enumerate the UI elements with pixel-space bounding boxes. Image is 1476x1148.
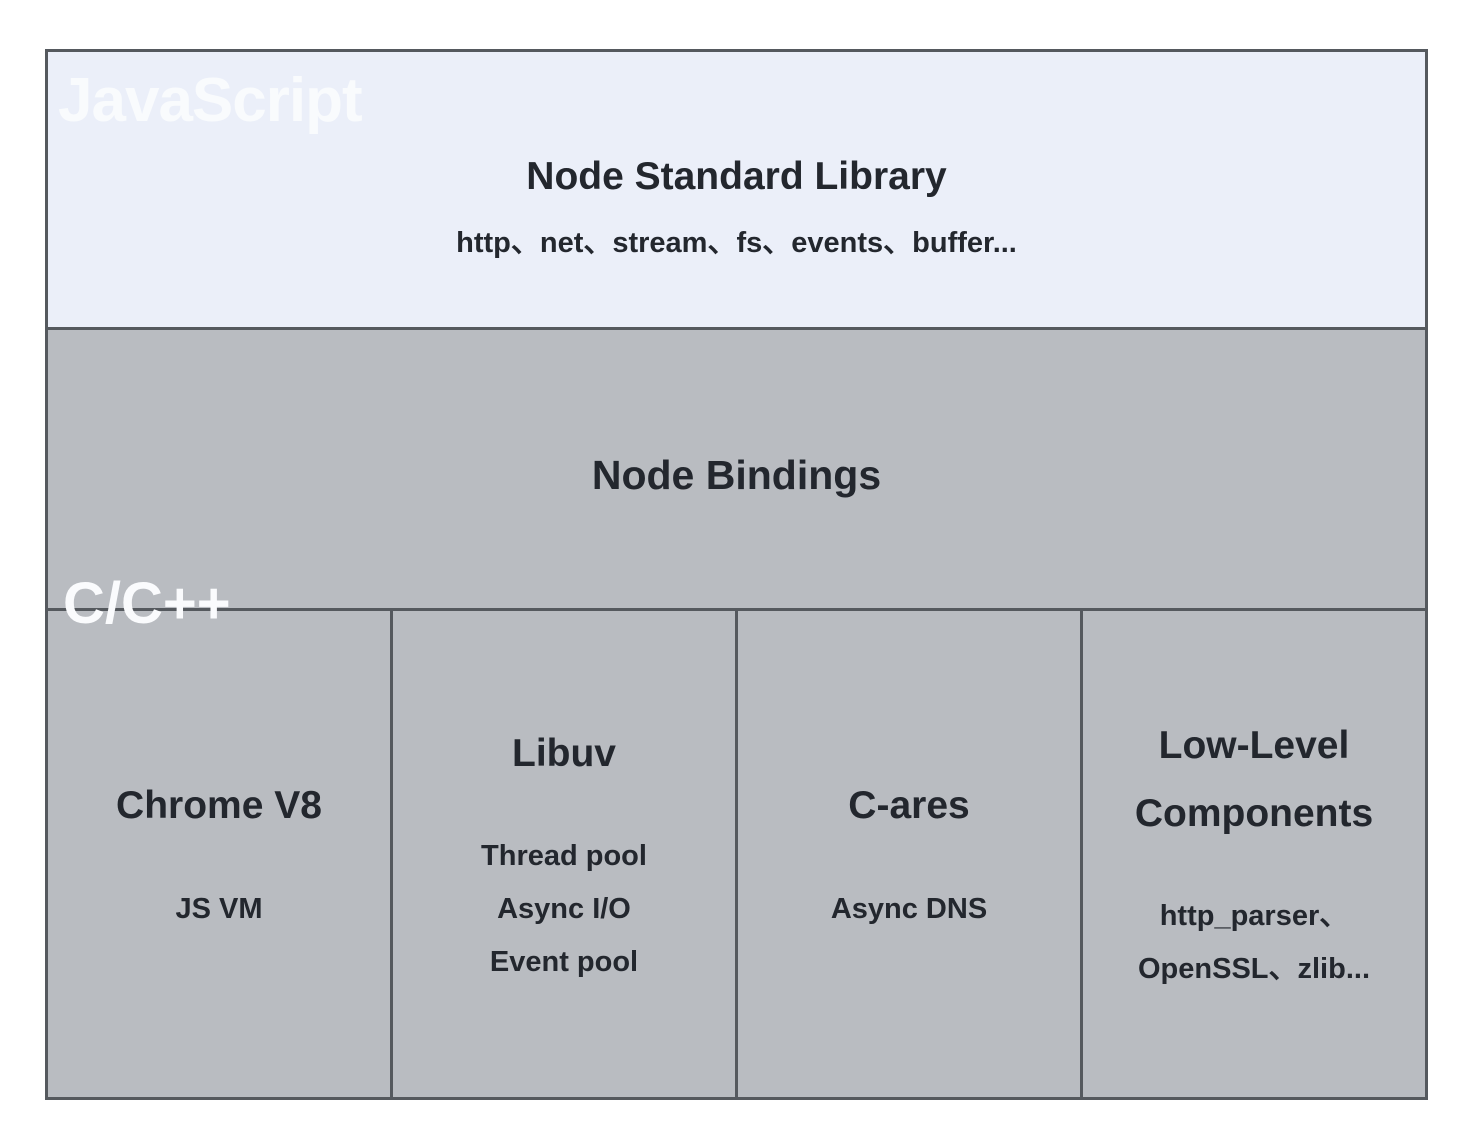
libuv-item: Event pool bbox=[489, 945, 639, 978]
layer-node-bindings: Node Bindings bbox=[48, 327, 1425, 608]
javascript-layer-label: JavaScript bbox=[58, 66, 363, 135]
node-standard-library-title: Node Standard Library bbox=[526, 154, 947, 198]
diagram-frame: JavaScript Node Standard Library http、ne… bbox=[45, 49, 1428, 1100]
c-ares-title: C-ares bbox=[848, 784, 970, 828]
chrome-v8-title: Chrome V8 bbox=[116, 784, 322, 828]
libuv-title: Libuv bbox=[512, 731, 616, 775]
node-standard-library-modules: http、net、stream、fs、events、buffer... bbox=[456, 226, 1017, 259]
low-level-items: http_parser、 OpenSSL、zlib... bbox=[1138, 890, 1370, 996]
chrome-v8-items: JS VM bbox=[175, 883, 262, 936]
low-level-components-title: Low-Level Components bbox=[1134, 723, 1374, 836]
libuv-item: Async I/O bbox=[497, 892, 631, 925]
libuv-items: Thread pool Async I/O Event pool bbox=[481, 830, 647, 988]
layer-javascript: JavaScript Node Standard Library http、ne… bbox=[48, 52, 1425, 327]
chrome-v8-item: JS VM bbox=[175, 892, 263, 925]
low-level-item: OpenSSL、zlib... bbox=[1137, 953, 1370, 986]
c-ares-item: Async DNS bbox=[830, 892, 988, 925]
component-libuv: Libuv Thread pool Async I/O Event pool bbox=[390, 611, 735, 1097]
c-ares-items: Async DNS bbox=[831, 883, 987, 936]
component-chrome-v8: Chrome V8 JS VM bbox=[48, 611, 390, 1097]
component-low-level: Low-Level Components http_parser、 OpenSS… bbox=[1080, 611, 1425, 1097]
component-c-ares: C-ares Async DNS bbox=[735, 611, 1080, 1097]
layer-cpp-components: C/C++ Chrome V8 JS VM Libuv Thread pool … bbox=[48, 575, 1425, 1097]
libuv-item: Thread pool bbox=[481, 839, 647, 872]
node-bindings-title: Node Bindings bbox=[591, 451, 882, 498]
low-level-item: http_parser、 bbox=[1159, 900, 1349, 933]
cpp-layer-label: C/C++ bbox=[63, 571, 231, 636]
